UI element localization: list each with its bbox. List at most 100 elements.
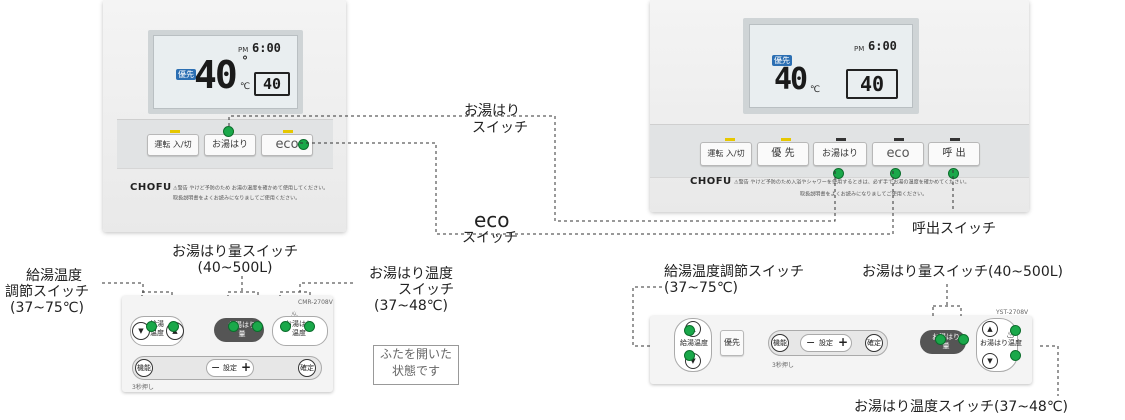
right-function-button[interactable]: 機能 [771,334,789,352]
right-call-button-label: 呼 出 [942,148,966,159]
right-brand-logo: CHOFU [690,176,732,187]
left-plus-button[interactable]: + [241,360,252,374]
left-setting-rocker[interactable]: − 設定 + [206,359,254,377]
left-supply-up-marker [168,321,179,332]
left-supply-temp-label-l3: (37~75℃) [9,300,84,316]
left-fill-temp-text-l1: お湯はり [285,320,313,328]
left-fill-temp-text-l2: 温度 [292,329,306,337]
left-supply-temp-label: 給湯温度 調節スイッチ (37~75℃) [5,268,89,316]
right-supply-temp-text: 給湯温度 [680,339,708,347]
lid-open-note-l2: 状態です [391,364,440,378]
right-eco-button-label: eco [886,146,910,161]
right-priority-button-label: 優 先 [771,148,795,159]
left-warning-line1: ⚠警告 やけど予防のため お湯の温度を確かめて使用してください。 [173,185,329,192]
left-fill-temp-text: お湯はり 温度 [285,320,313,338]
left-lcd-frame: PM 6:00 優先 40 ° ℃ 40 [148,30,303,114]
callout-eco-line1: eco [474,208,510,232]
left-hold-3s-text: 3秒押し [132,384,154,391]
right-lcd-bath-temp-box: 40 [846,69,898,99]
left-supply-temp-label-l2: 調節スイッチ [5,284,89,300]
right-lcd-time: 6:00 [868,39,897,53]
left-supply-temp-text-l2: 温度 [150,329,164,337]
right-lcd-frame: PM 6:00 優先 40 ℃ 40 [743,18,919,114]
right-open-model: YST-2708V [996,309,1029,316]
left-auto-fill-button-label: お湯はり [211,140,248,150]
right-auto-fill-button-label: お湯はり [821,149,858,159]
left-fill-amount-label-l2: (40~500L) [197,260,273,276]
left-minus-button[interactable]: − [211,361,221,374]
right-power-button-label: 運転 入/切 [707,149,745,158]
left-setting-label: 設定 [223,364,237,372]
right-fill-amount-down-marker [935,334,946,345]
right-priority-open-button[interactable]: 優先 [720,330,744,356]
left-power-button[interactable]: 運転 入/切 [147,134,199,156]
right-eco-marker [890,168,901,179]
right-power-led [725,138,735,141]
right-priority-led [781,138,791,141]
left-fill-amount-up-marker [252,321,263,332]
left-function-button[interactable]: 機能 [135,359,153,377]
right-eco-button[interactable]: eco [872,142,924,166]
left-fill-amount-down-marker [228,321,239,332]
left-lcd-priority-badge: 優先 [176,69,196,80]
left-fill-temp-down-marker [280,321,291,332]
right-lcd-bath-temp: 40 [859,72,885,96]
right-confirm-button[interactable]: 確定 [865,334,883,352]
right-auto-fill-marker [833,168,844,179]
right-fill-temp-up-button[interactable]: ▲ [982,321,998,337]
right-fill-amount-label: お湯はり量スイッチ(40~500L) [862,264,1063,280]
right-power-button[interactable]: 運転 入/切 [700,142,752,166]
right-plus-button[interactable]: + [838,335,849,349]
right-lcd-screen: PM 6:00 優先 40 ℃ 40 [749,24,913,108]
left-lcd-time: 6:00 [252,41,281,55]
callout-auto-fill-line2: スイッチ [472,120,528,136]
right-setting-rocker[interactable]: − 設定 + [800,334,852,352]
right-minus-button[interactable]: − [806,336,816,349]
right-setting-label: 設定 [819,339,833,347]
left-supply-down-marker [146,321,157,332]
left-fill-temp-rocker[interactable]: お湯はり 温度 [272,316,328,346]
left-brand-logo: CHOFU [130,182,172,193]
left-eco-button-label: eco [275,137,299,152]
right-supply-temp-label-l1: 給湯温度調節スイッチ [664,264,804,280]
right-auto-fill-button[interactable]: お湯はり [813,142,867,166]
callout-eco-line2: スイッチ [462,230,518,246]
right-supply-down-marker [684,350,695,361]
left-auto-fill-marker [223,126,234,137]
left-fill-temp-label-l3: (37~48℃) [373,298,448,314]
left-fill-temp-label-l2: スイッチ [398,282,454,298]
right-supply-temp-label-l2: (37~75℃) [664,280,739,296]
left-open-model: CMR-2708V [298,299,333,306]
left-power-button-label: 運転 入/切 [154,140,192,149]
left-open-panel: CMR-2708V ▼ 給湯 温度 ▲ お湯はり 量 ♨ お湯はり 温度 機能 … [122,296,333,392]
callout-call-switch: 呼出スイッチ [912,221,996,237]
left-supply-temp-down-button[interactable]: ▼ [132,322,150,340]
right-priority-button[interactable]: 優 先 [757,142,809,166]
left-fill-temp-label: お湯はり温度 スイッチ (37~48℃) [368,266,454,314]
right-open-panel: YST-2708V ▲ ▼ 給湯温度 優先 機能 − 設定 + 確定 お湯はり … [650,309,1032,384]
right-fill-temp-label: お湯はり温度スイッチ(37~48℃) [854,399,1069,415]
left-eco-led [283,130,293,133]
right-lcd-priority-badge: 優先 [772,55,792,66]
right-auto-fill-led [836,138,846,141]
left-supply-temp-text-l1: 給湯 [150,320,164,328]
right-warning-line2: 取扱説明書をよくお読みになりましてご使用ください。 [800,191,928,198]
left-eco-marker [298,139,309,150]
left-fill-temp-label-l1: お湯はり温度 [369,266,453,282]
left-lcd-bath-temp-box: 40 [254,72,290,96]
callout-auto-fill-line1: お湯はり [464,103,520,119]
lid-open-note-l1: ふたを開いた [379,347,452,361]
right-remote-panel: PM 6:00 優先 40 ℃ 40 運転 入/切 優 先 お湯はり eco 呼… [650,0,1029,212]
left-fill-amount-text: お湯はり 量 [228,321,256,339]
right-lcd-temp: 40 [774,62,808,97]
callout-eco-switch: eco スイッチ [462,210,518,246]
right-hold-3s-text: 3秒押し [772,362,794,369]
left-confirm-button[interactable]: 確定 [298,359,316,377]
right-call-button[interactable]: 呼 出 [928,142,980,166]
left-fill-temp-up-marker [304,321,315,332]
right-supply-up-marker [684,325,695,336]
right-fill-amount-up-marker [958,334,969,345]
left-supply-temp-label-l1: 給湯温度 [26,268,82,284]
right-fill-temp-down-button[interactable]: ▼ [982,353,998,369]
